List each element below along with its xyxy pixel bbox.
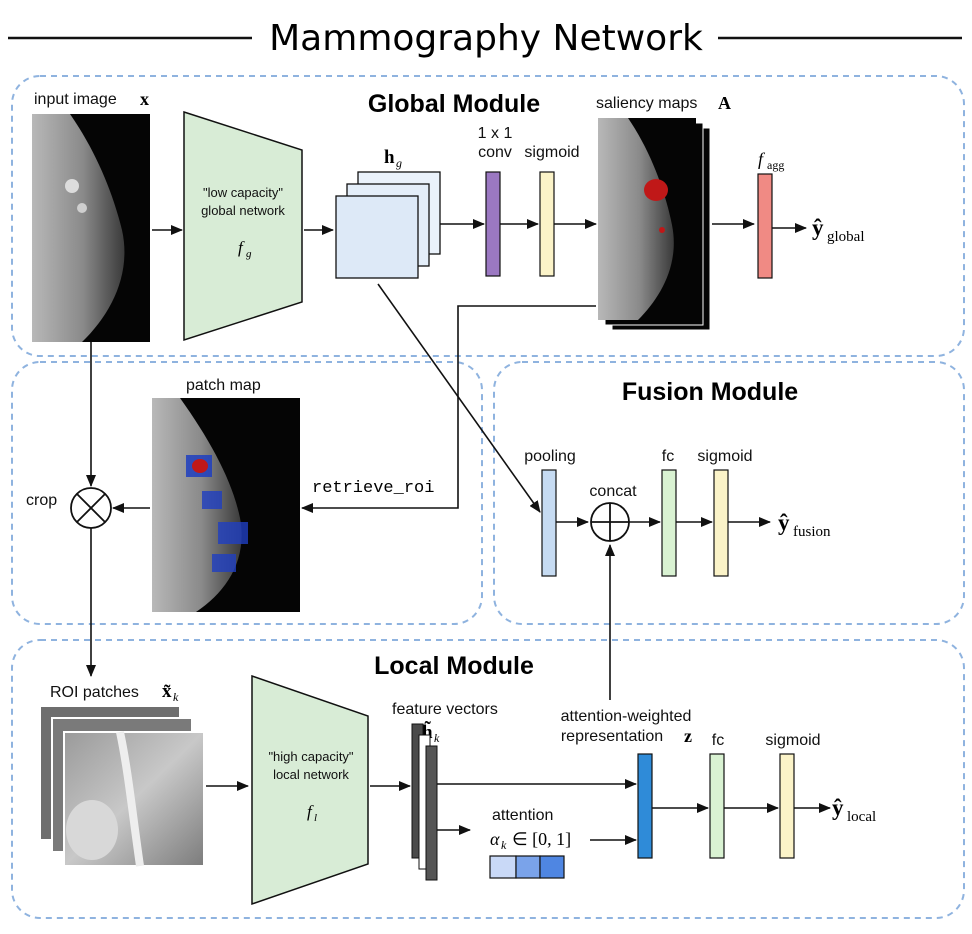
local-fc-label: fc	[712, 732, 724, 749]
pooling-label: pooling	[524, 448, 576, 465]
fusion-output-sub: fusion	[793, 524, 831, 540]
global-network-block	[183, 110, 303, 342]
middle-module-frame	[11, 361, 483, 625]
attention-alpha-sub: k	[501, 838, 507, 852]
global-network-line2: global network	[201, 203, 285, 218]
global-module-title: Global Module	[368, 90, 540, 118]
saliency-symbol: A	[718, 93, 731, 113]
concat-label: concat	[589, 483, 637, 500]
hg-feature-maps	[335, 171, 441, 279]
conv-label-line2: conv	[478, 144, 512, 161]
feature-vectors-sub: k	[434, 731, 440, 745]
roi-patches-label: ROI patches	[50, 684, 139, 701]
page-title: Mammography Network	[269, 18, 703, 59]
local-output-symbol: ŷ	[832, 795, 844, 820]
global-output-symbol: ŷ	[812, 215, 824, 240]
fusion-sigmoid-label: sigmoid	[697, 448, 752, 465]
pooling-block	[541, 469, 557, 577]
crop-operator	[70, 487, 112, 529]
roi-patches-image	[39, 705, 205, 867]
z-symbol: z	[684, 726, 692, 746]
hg-symbol-sub: g	[396, 156, 402, 170]
local-network-block	[251, 674, 369, 906]
local-output-sub: local	[847, 809, 876, 825]
concat-operator	[590, 502, 630, 542]
global-network-line1: "low capacity"	[203, 185, 283, 200]
attnrep-block	[637, 753, 653, 859]
fusion-sigmoid-block	[713, 469, 729, 577]
local-network-line2: local network	[273, 767, 349, 782]
saliency-label: saliency maps	[596, 95, 697, 112]
attention-range: ∈ [0, 1]	[512, 829, 571, 849]
roi-patches-symbol: x̃	[162, 681, 172, 702]
global-output-sub: global	[827, 229, 865, 245]
aggregation-block	[757, 173, 773, 279]
attention-weights-boxes	[489, 855, 565, 879]
attnrep-label-line2: representation	[561, 728, 663, 745]
fusion-module-title: Fusion Module	[622, 378, 798, 406]
input-image-symbol: x	[140, 89, 149, 109]
attention-label: attention	[492, 807, 553, 824]
global-sigmoid-label: sigmoid	[524, 144, 579, 161]
global-network-fn-sub: g	[246, 248, 252, 260]
local-sigmoid-block	[779, 753, 795, 859]
attnrep-label-line1: attention-weighted	[561, 708, 692, 725]
fagg-symbol-sub: agg	[767, 158, 784, 172]
arrow-retrieve-roi	[301, 305, 596, 513]
global-sigmoid-block	[539, 171, 555, 277]
feature-vectors-label: feature vectors	[392, 701, 498, 718]
local-module-title: Local Module	[374, 652, 534, 680]
fusion-output-symbol: ŷ	[778, 510, 790, 535]
retrieve-roi-label: retrieve_roi	[312, 479, 434, 498]
conv-label-line1: 1 x 1	[478, 125, 513, 142]
attention-alpha: α	[490, 829, 500, 849]
fusion-fc-block	[661, 469, 677, 577]
local-sigmoid-label: sigmoid	[765, 732, 820, 749]
arrow-hg-to-pooling	[377, 283, 541, 513]
saliency-maps-image	[598, 118, 711, 331]
local-fc-block	[709, 753, 725, 859]
hg-symbol: h	[384, 147, 395, 168]
conv-1x1-block	[485, 171, 501, 277]
global-network-fn: f	[238, 238, 245, 257]
input-image-label: input image	[34, 91, 117, 108]
local-network-fn: f	[307, 802, 314, 821]
global-module-frame	[11, 75, 965, 357]
local-network-fn-sub: l	[314, 812, 317, 824]
feature-vectors-symbol: h̃	[422, 721, 433, 743]
input-mammogram-image	[32, 114, 150, 342]
local-network-line1: "high capacity"	[268, 749, 353, 764]
feature-vectors-stack	[411, 723, 438, 881]
fagg-symbol: f	[758, 149, 766, 169]
crop-label: crop	[26, 492, 57, 509]
patch-map-label: patch map	[186, 377, 261, 394]
local-module-frame	[11, 639, 965, 919]
fusion-module-frame	[493, 361, 965, 625]
fusion-fc-label: fc	[662, 448, 674, 465]
patch-map-image	[152, 398, 300, 612]
roi-patches-sub: k	[173, 690, 179, 704]
